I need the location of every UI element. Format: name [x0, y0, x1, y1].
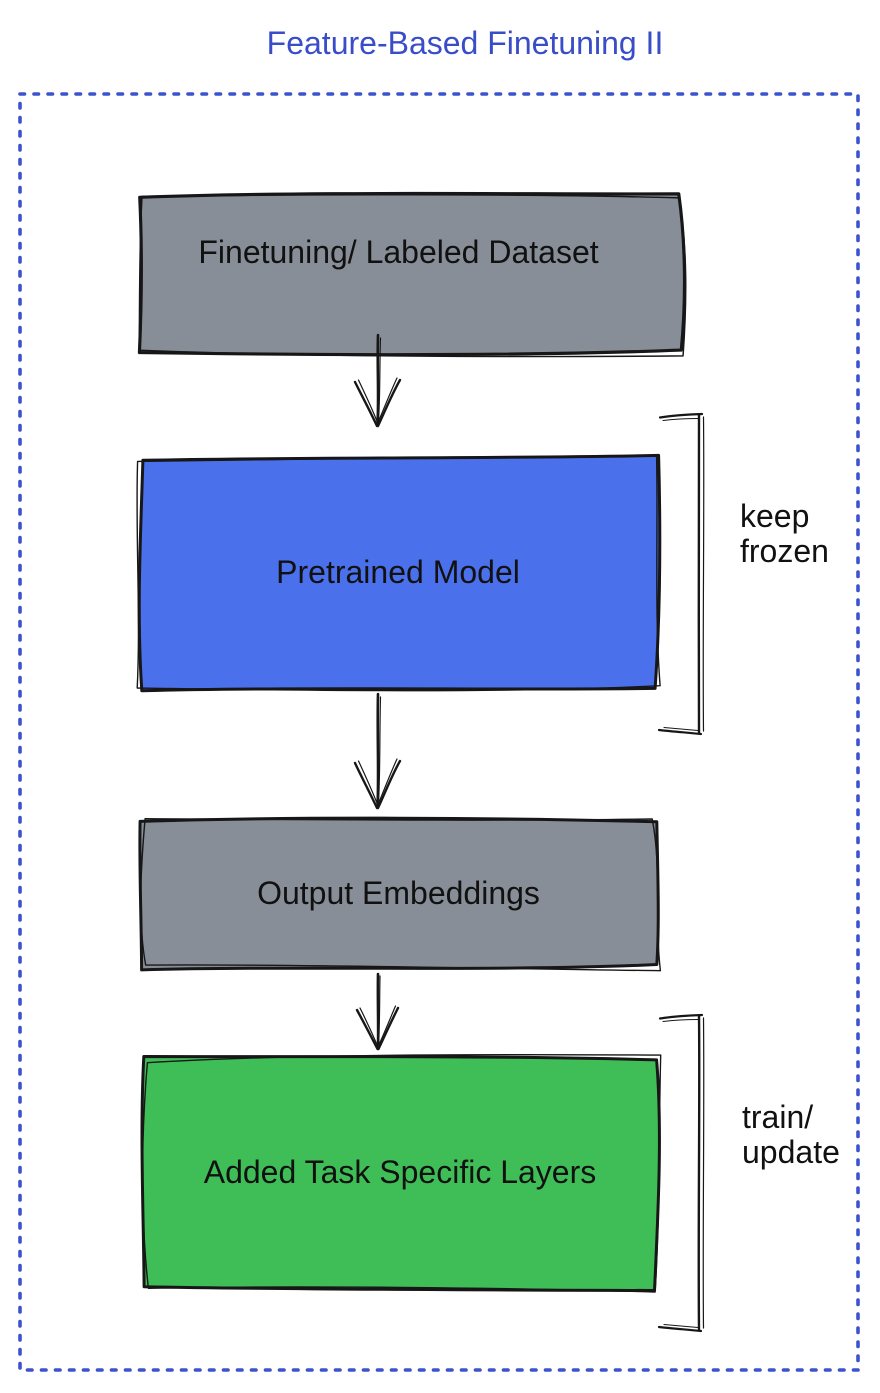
node-pretrained-model: Pretrained Model: [136, 452, 662, 693]
arrow-down-1-icon: [353, 333, 402, 428]
bracket-train-update-icon: [657, 1013, 705, 1333]
annotation-keep-frozen: keep frozen: [740, 499, 829, 569]
dotted-frame: [18, 92, 860, 1372]
node-task-specific-layers: Added Task Specific Layers: [139, 1052, 662, 1293]
node-output-embeddings-shape: [138, 816, 662, 972]
node-task-specific-layers-shape: [140, 1053, 662, 1293]
node-output-embeddings-label: Output Embeddings: [257, 874, 540, 911]
node-pretrained-model-shape: [136, 453, 662, 693]
dotted-frame-rect: [18, 92, 860, 1372]
annotation-train-update-line2: update: [742, 1134, 840, 1170]
annotation-keep-frozen-line1: keep: [740, 498, 810, 534]
annotation-train-update-line1: train/: [742, 1099, 814, 1135]
bracket-keep-frozen-icon: [657, 412, 705, 736]
node-pretrained-model-label: Pretrained Model: [276, 554, 520, 590]
arrow-down-2-icon: [353, 692, 402, 810]
arrow-down-3-icon: [355, 972, 400, 1051]
node-task-specific-layers-label: Added Task Specific Layers: [203, 1154, 597, 1190]
node-finetuning-dataset-label: Finetuning/ Labeled Dataset: [198, 234, 599, 270]
node-output-embeddings: Output Embeddings: [137, 814, 662, 972]
diagram-title: Feature-Based Finetuning II: [266, 25, 664, 61]
annotation-train-update: train/ update: [742, 1100, 840, 1170]
node-finetuning-dataset-shape: [137, 191, 687, 358]
annotation-keep-frozen-line2: frozen: [740, 533, 829, 569]
node-finetuning-dataset: Finetuning/ Labeled Dataset: [137, 172, 687, 373]
